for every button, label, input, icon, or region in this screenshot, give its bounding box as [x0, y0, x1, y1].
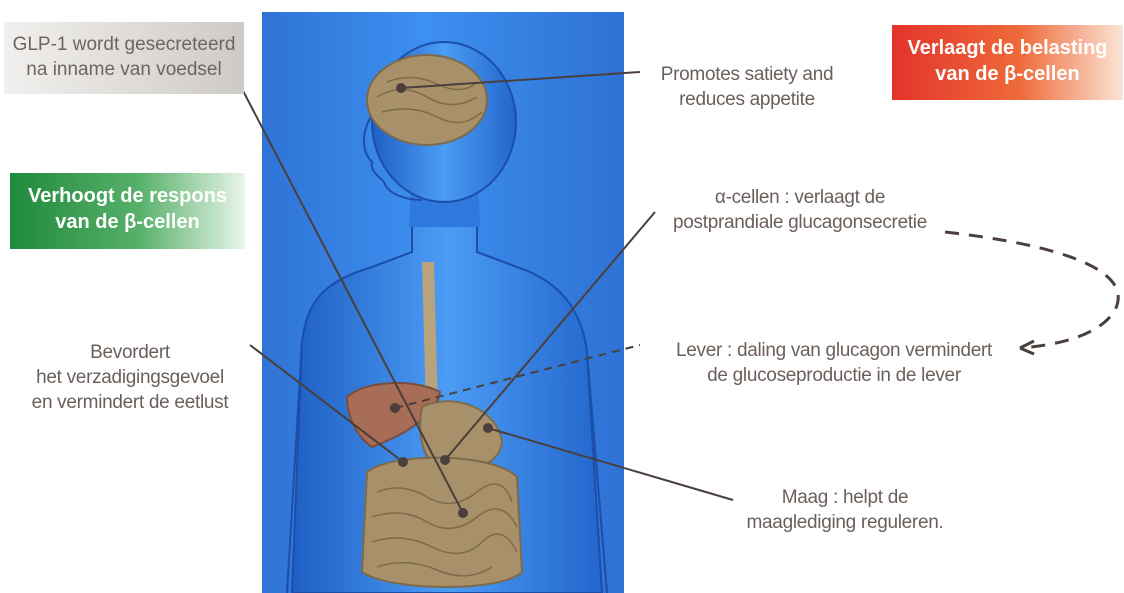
body-silhouette — [262, 12, 624, 593]
liver-label: Lever : daling van glucagon vermindert d… — [648, 338, 1020, 388]
glp-line-1: GLP-1 wordt gesecreteerd — [4, 32, 244, 57]
intestines — [362, 458, 522, 587]
human-body-illustration — [262, 12, 624, 593]
glp-line-2: na inname van voedsel — [4, 57, 244, 82]
stomach-label: Maag : helpt de maaglediging reguleren. — [720, 485, 970, 535]
alpha-cells-label: α-cellen : verlaagt de postprandiale glu… — [655, 185, 945, 235]
feedback-arrow — [945, 232, 1118, 348]
satiety-label: Bevordert het verzadigingsgevoel en verm… — [10, 340, 250, 415]
beta-load-line-2: van de β-cellen — [892, 61, 1123, 87]
beta-load-box: Verlaagt de belasting van de β-cellen — [892, 25, 1123, 100]
beta-response-line-1: Verhoogt de respons — [10, 183, 245, 209]
brain — [367, 55, 487, 145]
brain-label: Promotes satiety and reduces appetite — [642, 62, 852, 112]
beta-response-box: Verhoogt de respons van de β-cellen — [10, 173, 245, 249]
glp-secretion-box: GLP-1 wordt gesecreteerd na inname van v… — [4, 22, 244, 94]
beta-response-line-2: van de β-cellen — [10, 209, 245, 235]
beta-load-line-1: Verlaagt de belasting — [892, 35, 1123, 61]
